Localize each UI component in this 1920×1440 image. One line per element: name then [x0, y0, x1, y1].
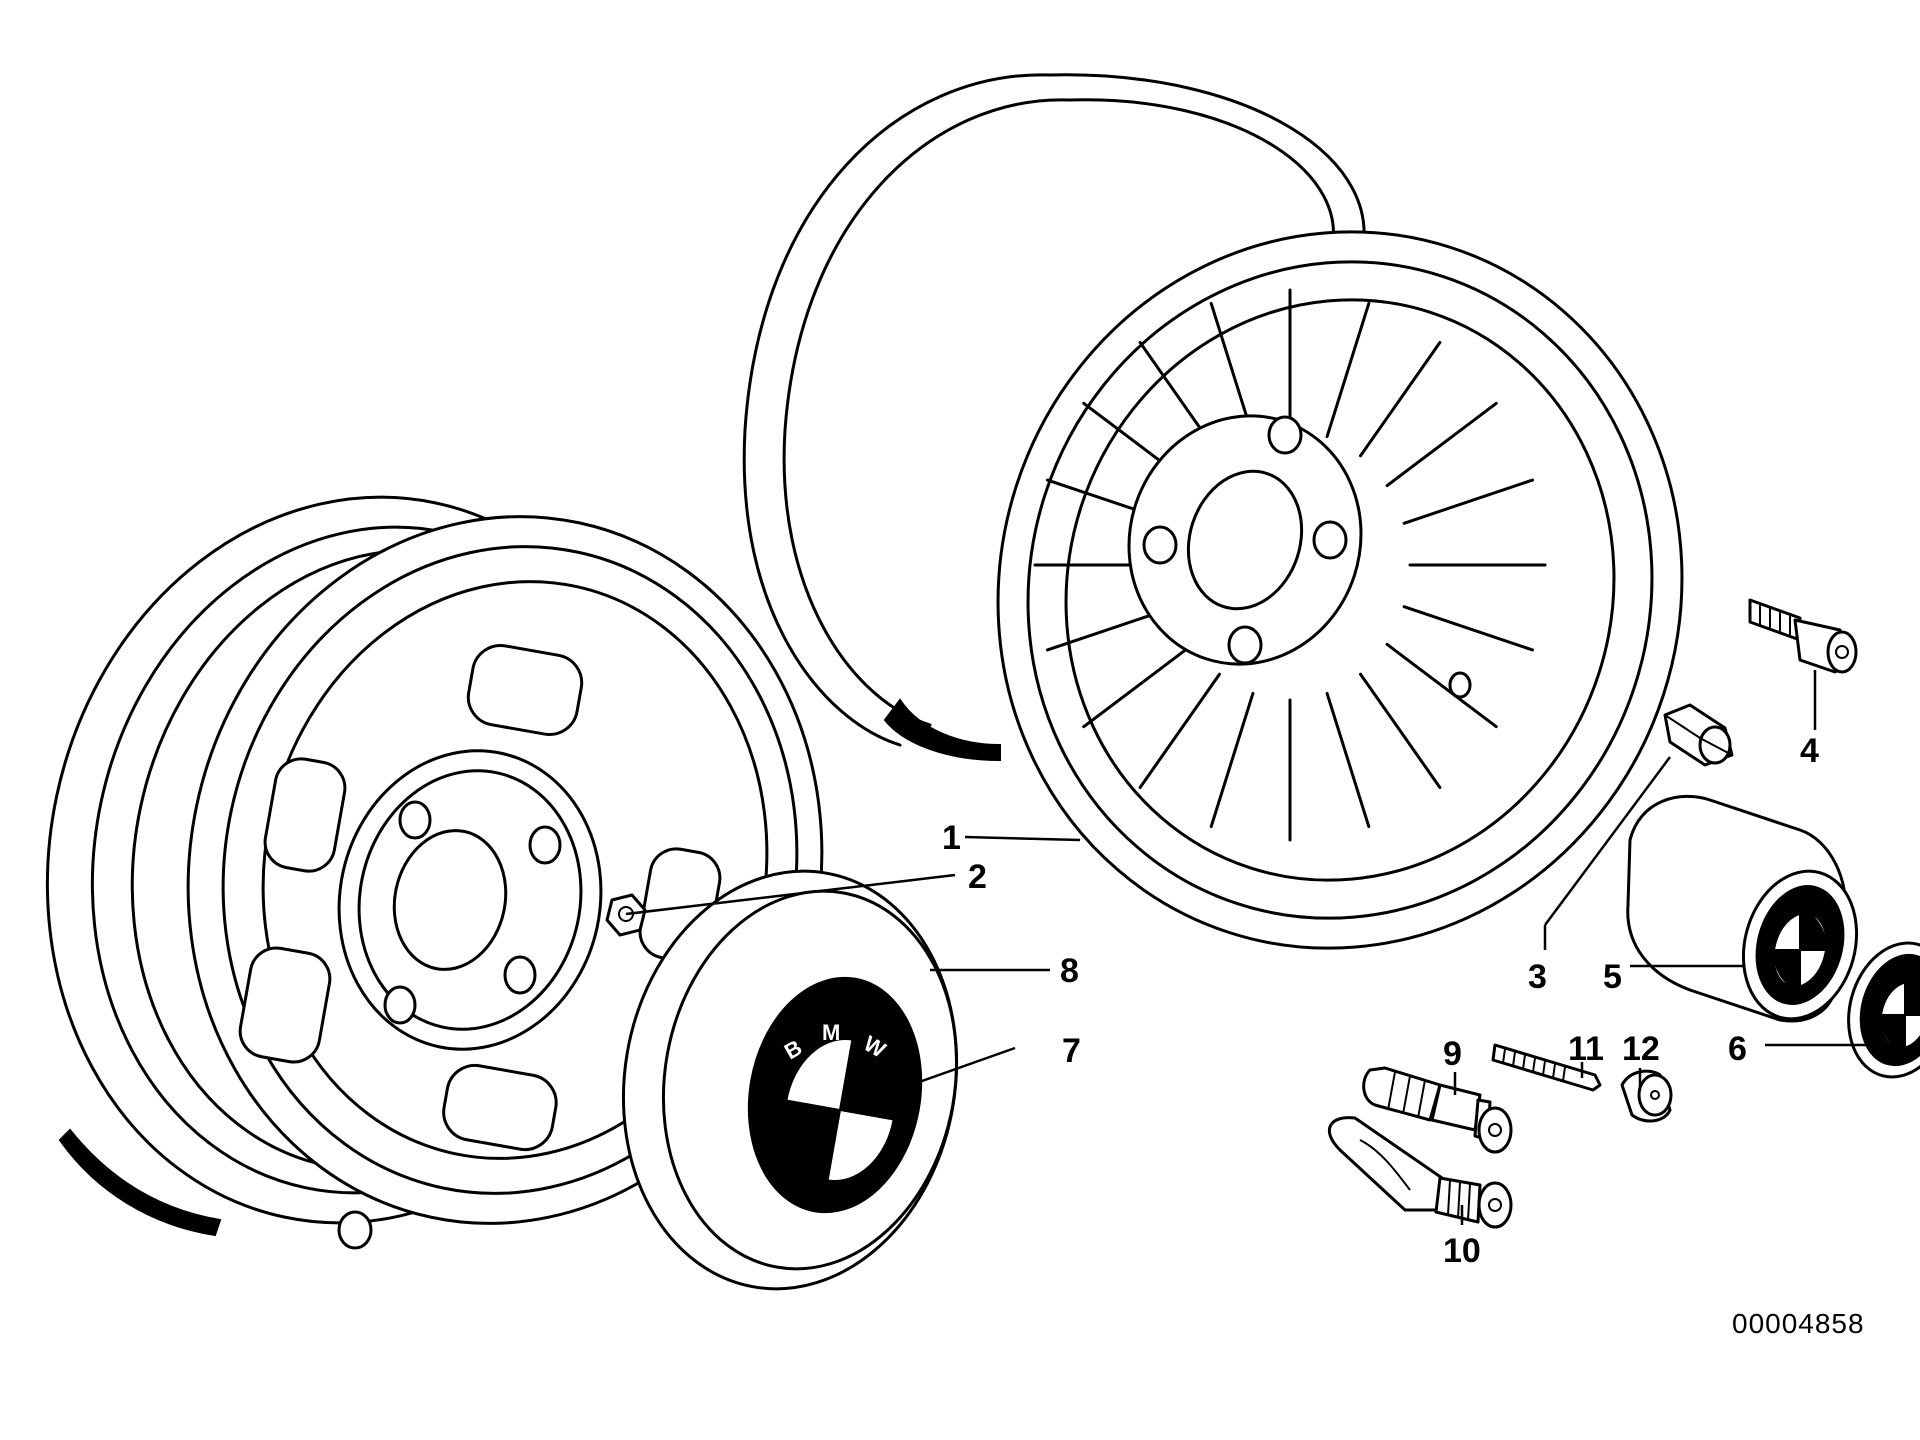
callout-5: 5 [1603, 958, 1622, 996]
centre-cap-part-5 [1626, 794, 1859, 1023]
spoke [1325, 691, 1371, 829]
multi-spoke-wheel [742, 73, 1684, 950]
callout-4: 4 [1800, 732, 1819, 770]
lug-nut-part-3 [1663, 703, 1734, 767]
callout-3: 3 [1528, 958, 1547, 996]
spoke [1209, 301, 1255, 439]
spoke [1402, 478, 1535, 525]
spoke [1359, 341, 1442, 458]
spoke [1209, 691, 1255, 829]
spoke [1325, 301, 1371, 439]
spoke [1402, 605, 1535, 652]
spoke [1082, 642, 1195, 729]
bolt-part-4 [1748, 598, 1858, 674]
catalog-number: 00004858 [1732, 1308, 1865, 1339]
logo-letter-m: M [822, 1020, 840, 1045]
wheel-spokes [1033, 288, 1547, 842]
spoke [1385, 642, 1498, 729]
callout-10: 10 [1443, 1232, 1481, 1270]
callout-11: 11 [1568, 1030, 1604, 1068]
wheel-bolt-part-2 [605, 893, 647, 937]
callout-9: 9 [1443, 1035, 1462, 1073]
callout-6: 6 [1728, 1030, 1747, 1068]
callout-12: 12 [1622, 1030, 1660, 1068]
spoke [1385, 401, 1498, 488]
spoke [1138, 672, 1221, 789]
callout-8: 8 [1060, 952, 1079, 990]
emblem-part-6 [1847, 941, 1920, 1079]
valve-insert-part-11 [1491, 1043, 1602, 1092]
wheel-slots [238, 643, 722, 1152]
callout-1: 1 [942, 819, 961, 857]
callout-labels: 1 2 3 4 5 6 7 8 9 10 11 12 [942, 732, 1819, 1270]
callout-leaders [625, 670, 1890, 1225]
callout-2: 2 [968, 858, 987, 896]
spoke [1359, 672, 1442, 789]
valve-cap-part-12 [1620, 1069, 1673, 1123]
callout-7: 7 [1062, 1032, 1081, 1070]
valve-stem-part-10 [1327, 1116, 1513, 1229]
valve-part-9 [1362, 1066, 1513, 1154]
